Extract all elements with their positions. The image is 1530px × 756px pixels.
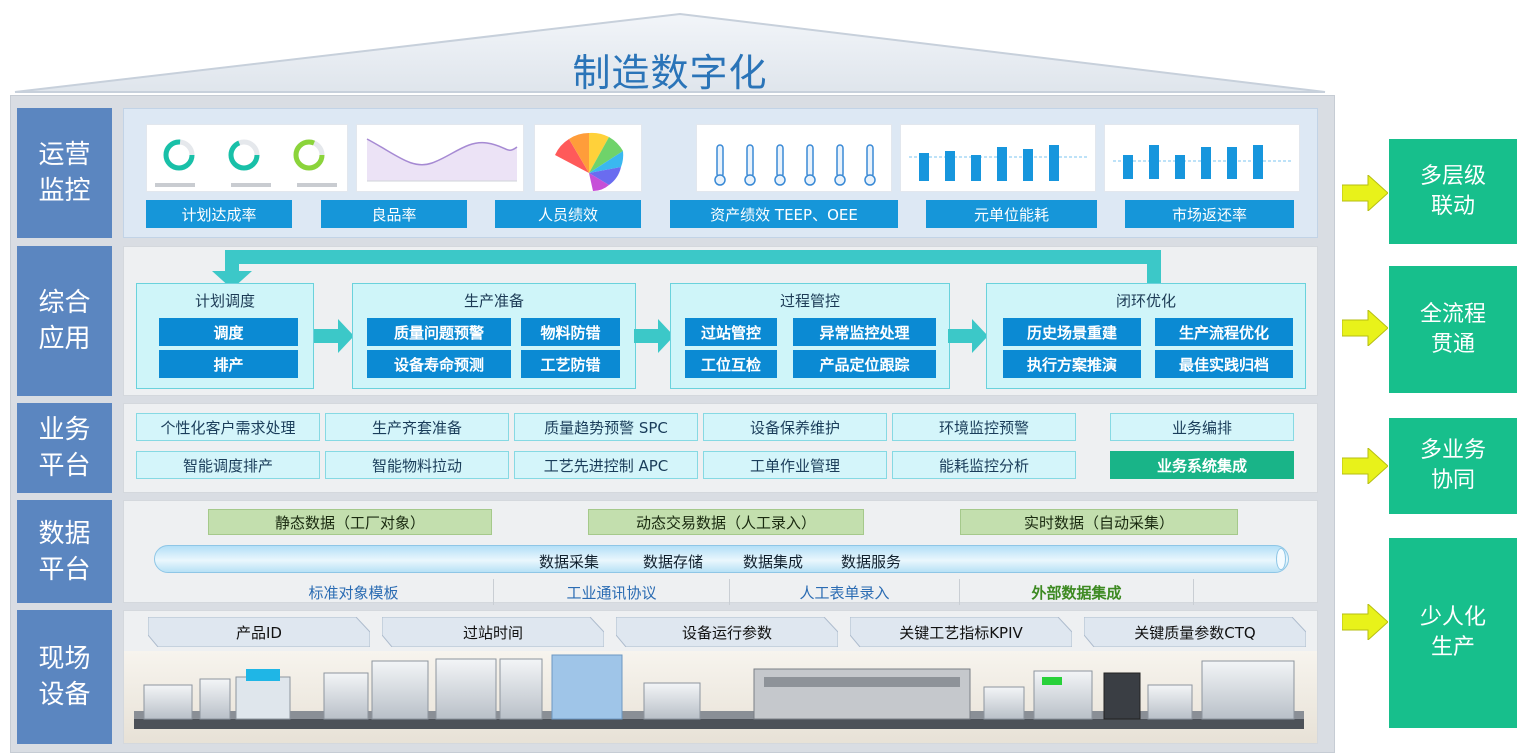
- right-box-fullflow: 全流程 贯通: [1389, 266, 1517, 393]
- production-line-illustration: [124, 651, 1317, 743]
- biz-panel: 个性化客户需求处理 生产齐套准备 质量趋势预警 SPC 设备保养维护 环境监控预…: [123, 403, 1318, 493]
- app-group-plan: 计划调度 调度 排产: [136, 283, 314, 389]
- btn-schedule[interactable]: 调度: [159, 318, 298, 346]
- field-tab-ctq: 关键质量参数CTQ: [1084, 617, 1306, 647]
- btn-best-practice[interactable]: 最佳实践归档: [1155, 350, 1293, 378]
- biz-maintenance[interactable]: 设备保养维护: [703, 413, 887, 441]
- btn-quality-warning[interactable]: 质量问题预警: [367, 318, 511, 346]
- tag-yield: 良品率: [321, 200, 467, 228]
- layer-label-apps: 综合 应用: [17, 246, 112, 396]
- data-static: 静态数据（工厂对象）: [208, 509, 492, 535]
- thumb-thermometers: [696, 124, 892, 192]
- field-tab-product-id: 产品ID: [148, 617, 370, 647]
- pipe-service: 数据服务: [841, 553, 902, 571]
- biz-material-pull[interactable]: 智能物料拉动: [325, 451, 509, 479]
- apps-panel: 计划调度 调度 排产 生产准备 质量问题预警 物料防错 设备寿命预测 工艺防错 …: [123, 246, 1318, 396]
- data-panel: 静态数据（工厂对象） 动态交易数据（人工录入） 实时数据（自动采集） 数据采集 …: [123, 500, 1318, 605]
- yellow-arrow-icon: [1342, 448, 1388, 484]
- biz-smart-schedule[interactable]: 智能调度排产: [136, 451, 320, 479]
- thumb-rose-chart: [534, 124, 642, 192]
- pipe-collect: 数据采集: [539, 553, 600, 571]
- thumb-line-chart: [356, 124, 524, 192]
- data-external-integration: 外部数据集成: [960, 579, 1194, 605]
- layer-label-ops: 运营 监控: [17, 108, 112, 238]
- feedback-arrow: [212, 250, 1161, 289]
- tag-staff-perf: 人员绩效: [495, 200, 641, 228]
- thumb-donut-charts: [146, 124, 348, 192]
- layer-label-biz: 业务 平台: [17, 403, 112, 493]
- btn-exception-handling[interactable]: 异常监控处理: [793, 318, 936, 346]
- tag-return-rate: 市场返还率: [1125, 200, 1294, 228]
- btn-equip-life[interactable]: 设备寿命预测: [367, 350, 511, 378]
- biz-apc[interactable]: 工艺先进控制 APC: [514, 451, 698, 479]
- app-group-process: 过程管控 过站管控 异常监控处理 工位互检 产品定位跟踪: [670, 283, 950, 389]
- tag-energy: 元单位能耗: [926, 200, 1097, 228]
- biz-orchestration[interactable]: 业务编排: [1110, 413, 1294, 441]
- biz-work-order[interactable]: 工单作业管理: [703, 451, 887, 479]
- data-manual-form: 人工表单录入: [730, 579, 960, 605]
- field-tab-equip-params: 设备运行参数: [616, 617, 838, 647]
- field-panel: 产品ID 过站时间 设备运行参数 关键工艺指标KPIV 关键质量参数CTQ: [123, 610, 1318, 744]
- ops-panel: 计划达成率 良品率 人员绩效 资产绩效 TEEP、OEE 元单位能耗 市场返还率: [123, 108, 1318, 238]
- layer-label-data: 数据 平台: [17, 500, 112, 603]
- btn-history-rebuild[interactable]: 历史场景重建: [1003, 318, 1141, 346]
- data-dynamic: 动态交易数据（人工录入）: [588, 509, 864, 535]
- biz-env-monitor[interactable]: 环境监控预警: [892, 413, 1076, 441]
- yellow-arrow-icon: [1342, 175, 1388, 211]
- field-tab-station-time: 过站时间: [382, 617, 604, 647]
- btn-station-control[interactable]: 过站管控: [685, 318, 777, 346]
- btn-plan-simulation[interactable]: 执行方案推演: [1003, 350, 1141, 378]
- btn-product-tracking[interactable]: 产品定位跟踪: [793, 350, 936, 378]
- biz-spc[interactable]: 质量趋势预警 SPC: [514, 413, 698, 441]
- btn-mutual-check[interactable]: 工位互检: [685, 350, 777, 378]
- btn-production-plan[interactable]: 排产: [159, 350, 298, 378]
- page-title: 制造数字化: [572, 51, 768, 95]
- btn-process-errorproof[interactable]: 工艺防错: [521, 350, 620, 378]
- right-box-multilevel: 多层级 联动: [1389, 139, 1517, 244]
- roof-shape: [14, 12, 1326, 93]
- pipe-integrate: 数据集成: [743, 553, 804, 571]
- biz-energy-analysis[interactable]: 能耗监控分析: [892, 451, 1076, 479]
- biz-custom-demand[interactable]: 个性化客户需求处理: [136, 413, 320, 441]
- data-comm-protocol: 工业通讯协议: [494, 579, 730, 605]
- data-realtime: 实时数据（自动采集）: [960, 509, 1238, 535]
- btn-flow-optimize[interactable]: 生产流程优化: [1155, 318, 1293, 346]
- tag-plan-rate: 计划达成率: [146, 200, 292, 228]
- arrow-right-icon: [314, 319, 354, 353]
- field-tab-kpiv: 关键工艺指标KPIV: [850, 617, 1072, 647]
- pipe-store: 数据存储: [643, 553, 704, 571]
- btn-material-errorproof[interactable]: 物料防错: [521, 318, 620, 346]
- arrow-right-icon: [948, 319, 988, 353]
- right-box-multibiz: 多业务 协同: [1389, 418, 1517, 514]
- data-pipe: 数据采集 数据存储 数据集成 数据服务: [154, 545, 1289, 573]
- layer-label-field: 现场 设备: [17, 610, 112, 744]
- thumb-mttr-bars: [1104, 124, 1300, 192]
- tag-asset-perf: 资产绩效 TEEP、OEE: [670, 200, 898, 228]
- thumb-mtbf-bars: [900, 124, 1096, 192]
- app-group-prep: 生产准备 质量问题预警 物料防错 设备寿命预测 工艺防错: [352, 283, 636, 389]
- app-group-optimize: 闭环优化 历史场景重建 生产流程优化 执行方案推演 最佳实践归档: [986, 283, 1306, 389]
- yellow-arrow-icon: [1342, 310, 1388, 346]
- right-box-fewer-people: 少人化 生产: [1389, 538, 1517, 728]
- arrow-right-icon: [634, 319, 674, 353]
- biz-kit-prep[interactable]: 生产齐套准备: [325, 413, 509, 441]
- data-object-template: 标准对象模板: [214, 579, 494, 605]
- biz-system-integration[interactable]: 业务系统集成: [1110, 451, 1294, 479]
- yellow-arrow-icon: [1342, 604, 1388, 640]
